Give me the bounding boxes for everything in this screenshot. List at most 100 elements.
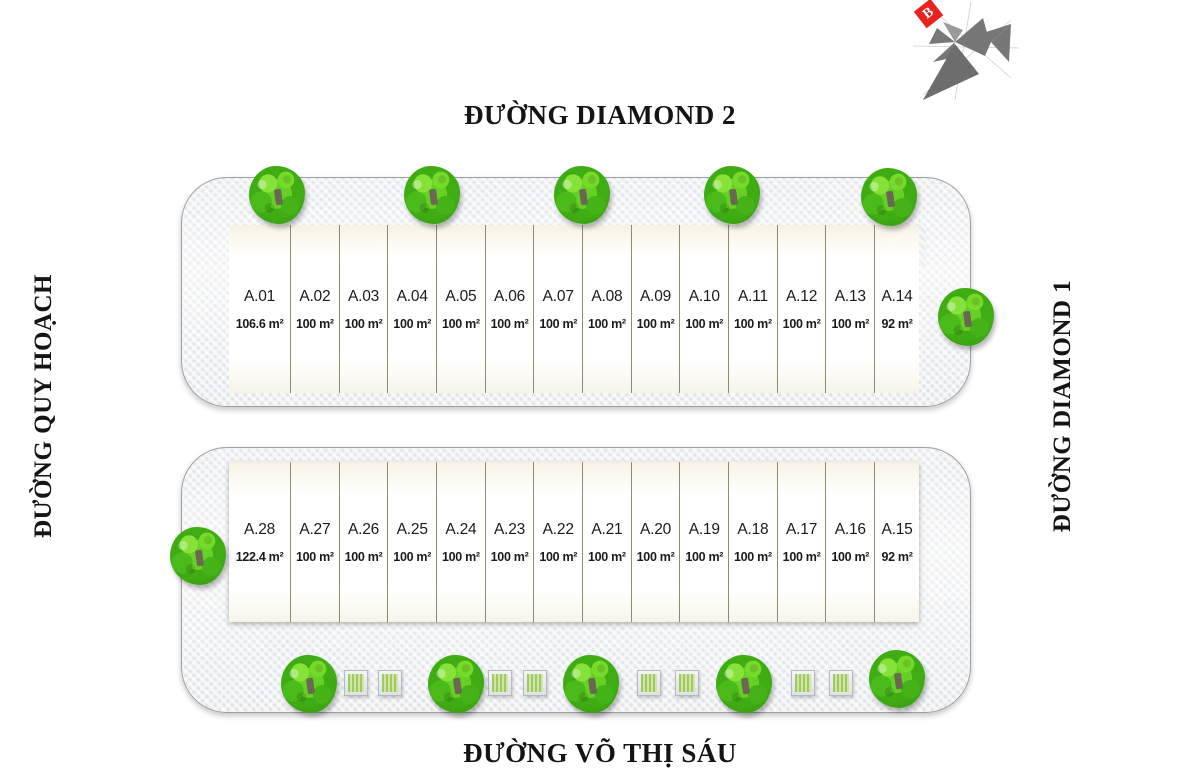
plot-area: 100 m²: [734, 549, 772, 564]
plot-area: 100 m²: [344, 549, 383, 564]
plot-cell[interactable]: A.09 100 m²: [631, 225, 681, 393]
plot-area: 122.4 m²: [235, 549, 284, 564]
plot-cell[interactable]: A.20 100 m²: [631, 462, 681, 622]
planter-grass-icon: [833, 674, 849, 692]
planter-box: [675, 670, 699, 696]
plot-cell[interactable]: A.12 100 m²: [777, 225, 827, 393]
plot-code: A.20: [640, 520, 672, 538]
plot-code: A.26: [347, 520, 380, 538]
plot-code: A.28: [243, 520, 276, 538]
plot-block-bottom: A.28 122.4 m² A.27 100 m² A.26 100 m² A.25 100 …: [229, 462, 919, 622]
plot-cell[interactable]: A.27 100 m²: [291, 462, 340, 622]
plot-area: 100 m²: [441, 549, 480, 564]
plot-cell[interactable]: A.18 100 m²: [729, 462, 778, 622]
plot-code: A.06: [494, 287, 526, 305]
plot-code: A.11: [737, 287, 768, 305]
plot-area: 92 m²: [881, 549, 913, 564]
plot-cell[interactable]: A.05 100 m²: [437, 225, 486, 393]
compass-rose-icon: [912, 1, 1020, 101]
plot-cell[interactable]: A.22 100 m²: [534, 462, 584, 622]
planter-box: [488, 670, 512, 696]
plot-code: A.12: [786, 287, 818, 305]
planter-grass-icon: [382, 674, 398, 692]
plot-code: A.16: [834, 520, 866, 538]
plot-area: 100 m²: [685, 316, 724, 331]
plot-cell[interactable]: A.11 100 m²: [729, 225, 778, 393]
planter-grass-icon: [795, 674, 811, 692]
plot-cell[interactable]: A.02 100 m²: [291, 225, 340, 393]
plot-code: A.15: [881, 520, 913, 538]
plot-cell[interactable]: A.14 92 m²: [875, 225, 919, 393]
plot-code: A.14: [881, 287, 913, 305]
plot-cell[interactable]: A.28 122.4 m²: [229, 462, 292, 622]
plot-code: A.24: [445, 520, 477, 538]
plot-area: 100 m²: [636, 549, 675, 564]
plot-area: 100 m²: [636, 316, 675, 331]
plot-cell[interactable]: A.01 106.6 m²: [229, 225, 292, 393]
street-label-quy-hoach: ĐƯỜNG QUY HOẠCH: [30, 274, 57, 538]
plot-code: A.17: [786, 520, 818, 538]
plot-cell[interactable]: A.26 100 m²: [339, 462, 389, 622]
planter-box: [829, 670, 853, 696]
plot-area: 100 m²: [831, 316, 870, 331]
plot-cell[interactable]: A.17 100 m²: [777, 462, 827, 622]
plot-code: A.19: [688, 520, 720, 538]
plot-code: A.03: [347, 287, 380, 305]
plot-cell[interactable]: A.10 100 m²: [680, 225, 730, 393]
planter-grass-icon: [348, 674, 364, 692]
plot-code: A.09: [640, 287, 672, 305]
plot-code: A.02: [299, 287, 331, 305]
plot-cell[interactable]: A.16 100 m²: [826, 462, 876, 622]
plot-area: 100 m²: [587, 316, 626, 331]
plot-code: A.08: [591, 287, 623, 305]
plot-code: A.25: [396, 520, 428, 538]
street-label-diamond-1: ĐƯỜNG DIAMOND 1: [1049, 279, 1076, 533]
plot-area: 92 m²: [881, 316, 913, 331]
plot-cell[interactable]: A.06 100 m²: [485, 225, 535, 393]
plot-cell[interactable]: A.08 100 m²: [583, 225, 632, 393]
plot-code: A.22: [542, 520, 574, 538]
plot-cell[interactable]: A.04 100 m²: [388, 225, 438, 393]
plot-code: A.01: [243, 287, 276, 305]
plot-code: A.27: [299, 520, 331, 538]
planter-box: [637, 670, 661, 696]
plot-area: 100 m²: [441, 316, 480, 331]
plot-code: A.05: [445, 287, 477, 305]
plot-code: A.10: [688, 287, 720, 305]
plot-area: 100 m²: [734, 316, 772, 331]
plot-area: 100 m²: [393, 549, 432, 564]
plot-code: A.07: [542, 287, 574, 305]
planter-grass-icon: [679, 674, 695, 692]
plot-code: A.23: [494, 520, 526, 538]
plot-area: 100 m²: [539, 549, 578, 564]
street-label-diamond-2: ĐƯỜNG DIAMOND 2: [464, 100, 736, 130]
compass-rose: B: [893, 0, 1023, 105]
plot-area: 100 m²: [295, 549, 334, 564]
street-label-vo-thi-sau: ĐƯỜNG VÕ THỊ SÁU: [463, 738, 737, 768]
planter-grass-icon: [492, 674, 508, 692]
plot-area: 100 m²: [490, 316, 529, 331]
plot-area: 100 m²: [831, 549, 870, 564]
plot-area: 100 m²: [393, 316, 432, 331]
plot-area: 100 m²: [295, 316, 334, 331]
plot-area: 106.6 m²: [235, 316, 284, 331]
plot-cell[interactable]: A.24 100 m²: [437, 462, 486, 622]
plot-code: A.18: [737, 520, 769, 538]
plot-cell[interactable]: A.15 92 m²: [875, 462, 919, 622]
plot-area: 100 m²: [344, 316, 383, 331]
planter-box: [523, 670, 547, 696]
plot-cell[interactable]: A.03 100 m²: [339, 225, 389, 393]
plot-area: 100 m²: [782, 316, 821, 331]
plot-code: A.21: [591, 520, 623, 538]
planter-grass-icon: [641, 674, 657, 692]
plot-cell[interactable]: A.25 100 m²: [388, 462, 438, 622]
plot-code: A.04: [396, 287, 428, 305]
planter-grass-icon: [527, 674, 543, 692]
plot-area: 100 m²: [782, 549, 821, 564]
planter-box: [378, 670, 402, 696]
